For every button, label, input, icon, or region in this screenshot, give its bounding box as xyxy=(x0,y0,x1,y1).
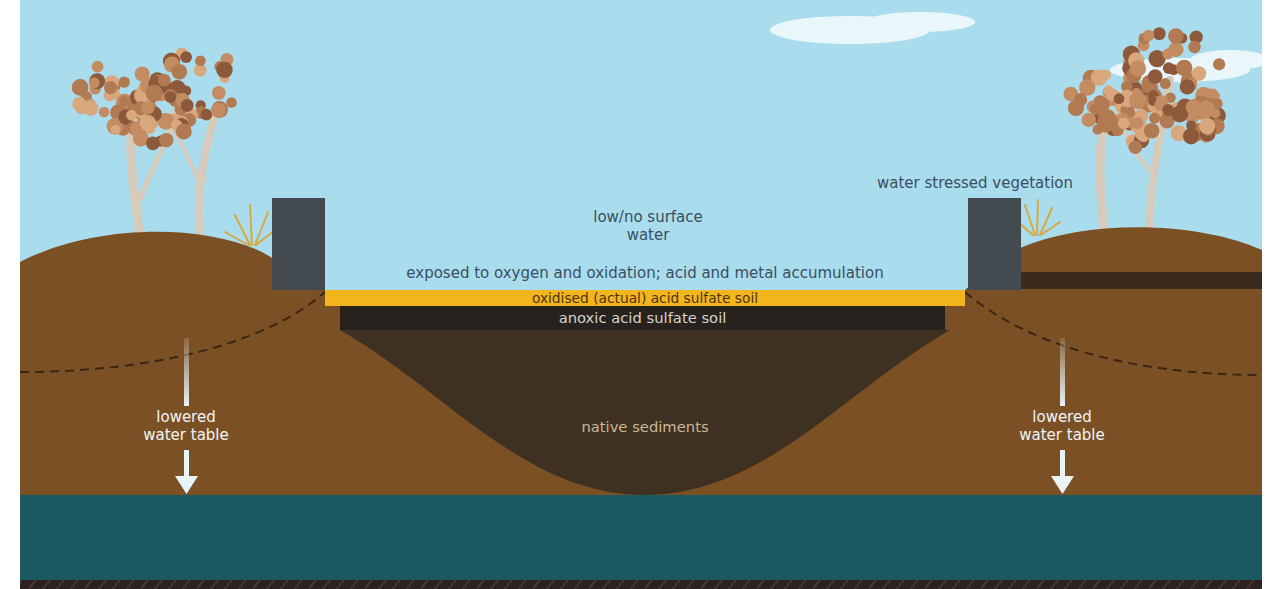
band-label: oxidised (actual) acid sulfate soil xyxy=(325,290,965,306)
regulator-gate xyxy=(272,198,325,290)
anoxic-soil-band: anoxic acid sulfate soil xyxy=(340,306,945,330)
groundwater-band xyxy=(20,495,1262,580)
clouds xyxy=(770,12,1270,82)
former-water-table xyxy=(20,292,325,372)
surface-water-note: low/no surface water xyxy=(573,208,723,244)
regulator-gate xyxy=(968,198,1021,290)
former-water-table xyxy=(965,292,1262,375)
sky xyxy=(20,0,1262,495)
grass-tufts xyxy=(225,200,1060,245)
water-table-label: lowered water table xyxy=(1012,408,1112,444)
ground xyxy=(20,227,1262,495)
native-sediment-basin: native sediments xyxy=(325,330,965,495)
basin-outline xyxy=(325,330,965,495)
bedrock-strip xyxy=(20,580,1262,589)
layer-label: native sediments xyxy=(325,418,965,436)
oxidised-soil-band: oxidised (actual) acid sulfate soil xyxy=(325,290,965,306)
oxidation-note: exposed to oxygen and oxidation; acid an… xyxy=(406,264,883,282)
water-table-label: lowered water table xyxy=(136,408,236,444)
vegetation-note: water stressed vegetation xyxy=(874,174,1076,192)
band-label: anoxic acid sulfate soil xyxy=(340,306,945,330)
tree-canopies xyxy=(72,27,1226,154)
